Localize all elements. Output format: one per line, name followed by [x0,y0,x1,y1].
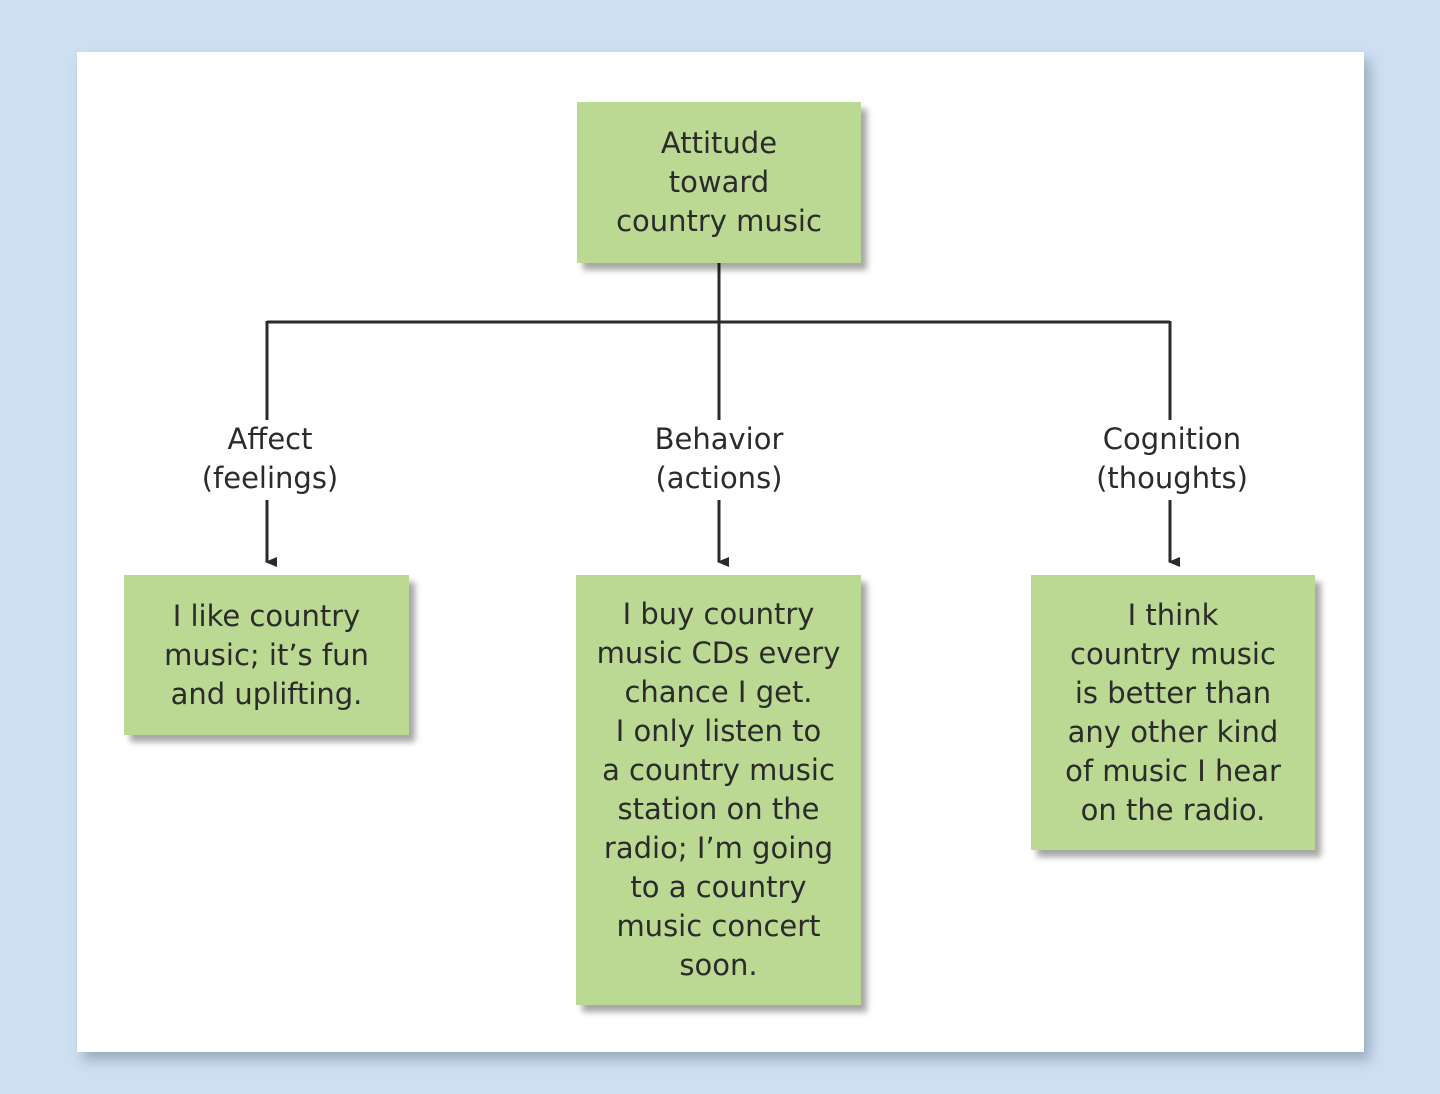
behavior-example-text: I buy country music CDs every chance I g… [596,597,841,982]
cognition-label: Cognition (thoughts) [1072,420,1272,498]
affect-example-box: I like country music; it’s fun and uplif… [124,575,409,735]
cognition-example-text: I think country music is better than any… [1065,597,1281,827]
affect-example-text: I like country music; it’s fun and uplif… [164,598,369,711]
behavior-label: Behavior (actions) [629,420,809,498]
behavior-example-box: I buy country music CDs every chance I g… [576,575,861,1005]
root-attitude-text: Attitude toward country music [616,126,822,238]
affect-label: Affect (feelings) [180,420,360,498]
cognition-example-box: I think country music is better than any… [1031,575,1315,850]
root-attitude-box: Attitude toward country music [577,102,861,263]
